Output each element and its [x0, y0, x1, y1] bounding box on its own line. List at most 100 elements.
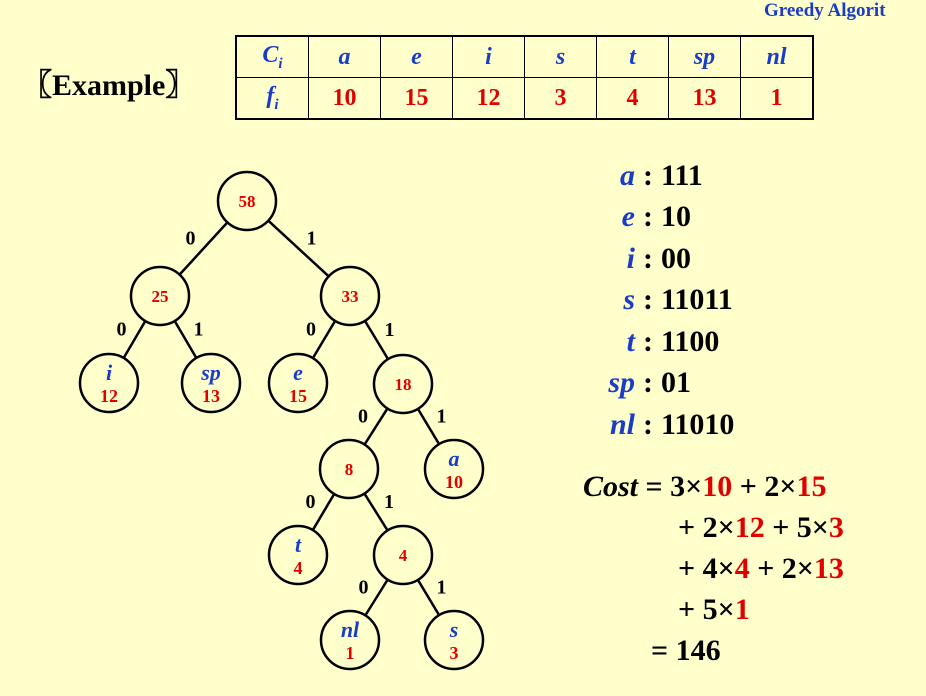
code-separator: :: [643, 283, 653, 317]
tree-edge: [267, 219, 330, 278]
cost-frequency: 3: [828, 511, 844, 544]
leaf-weight: 1: [346, 643, 355, 663]
leaf-weight: 4: [294, 558, 303, 578]
cost-total: = 146: [651, 634, 721, 667]
edge-bit-label: 0: [306, 319, 316, 341]
edge-bit-label: 1: [437, 406, 447, 428]
cost-term: + 2×: [732, 470, 797, 503]
tree-leaf-node: i12: [78, 352, 140, 414]
tree-edge: [364, 578, 389, 617]
tree-leaf-node: t4: [267, 524, 329, 586]
cost-frequency: 1: [734, 593, 750, 626]
node-weight: 25: [152, 287, 169, 306]
cost-term: + 5×: [678, 593, 735, 626]
tree-edge: [311, 493, 336, 531]
tree-edge: [173, 320, 198, 359]
code-symbol: i: [626, 241, 635, 275]
tree-edge: [311, 320, 337, 359]
node-weight: 33: [342, 287, 359, 306]
cost-term: + 2×: [678, 511, 735, 544]
cost-frequency: 12: [734, 511, 765, 544]
cost-frequency: 10: [702, 470, 733, 503]
char-cell: s: [524, 35, 597, 78]
char-row: Ci a e i s t sp nl: [235, 35, 814, 78]
cost-term: + 2×: [749, 552, 814, 585]
leaf-symbol: s: [449, 617, 459, 642]
leaf-symbol: a: [449, 446, 460, 471]
tree-edge: [178, 221, 229, 276]
code-bits: 11011: [661, 283, 733, 317]
tree-edge: [363, 492, 389, 532]
freq-cell: 4: [596, 77, 669, 120]
leaf-weight: 3: [450, 643, 459, 663]
code-row: e:10: [560, 197, 734, 239]
cost-term: + 5×: [764, 511, 829, 544]
leaf-symbol: e: [293, 360, 303, 385]
leaf-weight: 13: [202, 386, 220, 406]
cost-equals: =: [638, 470, 671, 503]
cost-term: + 4×: [678, 552, 735, 585]
node-weight: 8: [345, 460, 354, 479]
cost-label: Cost: [583, 470, 639, 503]
code-bits: 10: [661, 200, 691, 234]
code-row: i:00: [560, 238, 734, 280]
code-separator: :: [643, 407, 653, 441]
edge-bit-label: 0: [358, 406, 368, 428]
tree-internal-node: 58: [216, 170, 278, 232]
frequency-table: Ci a e i s t sp nl fi 10 15 12 3 4 13 1: [235, 35, 814, 120]
code-row: s:11011: [560, 280, 734, 322]
leaf-weight: 12: [100, 386, 118, 406]
freq-row: fi 10 15 12 3 4 13 1: [235, 77, 814, 120]
leaf-symbol: sp: [200, 360, 221, 385]
tree-internal-node: 18: [372, 353, 434, 415]
cost-frequency: 13: [813, 552, 844, 585]
leaf-symbol: t: [295, 532, 302, 557]
leaf-weight: 15: [289, 386, 307, 406]
freq-cell: 3: [524, 77, 597, 120]
tree-edge: [416, 579, 441, 616]
tree-leaf-node: e15: [267, 352, 329, 414]
cost-line: + 2×12 + 5×3: [583, 511, 844, 552]
tree-edge: [416, 408, 441, 445]
code-row: a:111: [560, 155, 734, 197]
cost-formula: Cost = 3×10 + 2×15 + 2×12 + 5×3 + 4×4 + …: [583, 470, 844, 675]
cost-frequency: 15: [796, 470, 827, 503]
edge-bit-label: 1: [384, 491, 394, 513]
code-bits: 11010: [661, 407, 735, 441]
code-bits: 01: [661, 366, 691, 400]
tree-edge: [122, 320, 147, 359]
leaf-weight: 10: [445, 472, 463, 492]
node-weight: 58: [239, 192, 256, 211]
code-bits: 00: [661, 241, 691, 275]
leaf-symbol: i: [106, 360, 113, 385]
freq-cell: 1: [740, 77, 814, 120]
code-symbol: a: [620, 158, 635, 192]
tree-internal-node: 33: [319, 265, 381, 327]
cost-line: Cost = 3×10 + 2×15: [583, 470, 844, 511]
edge-bit-label: 1: [385, 319, 395, 341]
edge-bit-label: 1: [307, 228, 317, 250]
code-symbol: nl: [609, 407, 635, 441]
char-cell: t: [596, 35, 669, 78]
edge-bit-label: 0: [117, 319, 127, 341]
code-symbol: sp: [608, 366, 635, 400]
cost-line: + 4×4 + 2×13: [583, 552, 844, 593]
tree-edge: [363, 320, 390, 360]
cost-frequency: 4: [734, 552, 750, 585]
code-separator: :: [643, 241, 653, 275]
section-title: Greedy Algorit: [764, 0, 886, 21]
freq-cell: 12: [452, 77, 525, 120]
node-weight: 4: [399, 546, 408, 565]
code-bits: 111: [661, 158, 703, 192]
code-symbol: s: [623, 283, 635, 317]
code-separator: :: [643, 200, 653, 234]
example-label: 〖Example〗: [22, 69, 196, 102]
freq-cell: 10: [308, 77, 381, 120]
tree-leaf-node: a10: [423, 438, 485, 500]
edge-bit-label: 0: [359, 577, 369, 599]
code-separator: :: [643, 158, 653, 192]
edge-bit-label: 0: [306, 491, 316, 513]
tree-leaf-node: s3: [423, 609, 485, 671]
